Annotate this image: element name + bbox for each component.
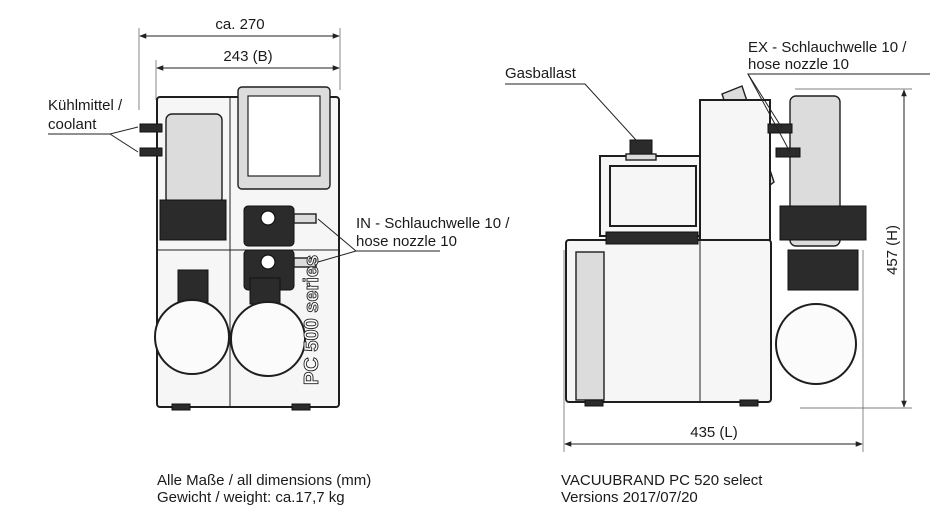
series-mark: PC 500 series: [301, 255, 323, 385]
footer-left: Alle Maße / all dimensions (mm) Gewicht …: [157, 472, 371, 506]
flask-neck-right: [249, 277, 281, 305]
flask-neck-left: [177, 269, 209, 303]
label-inlet-en: hose nozzle 10: [356, 233, 457, 250]
coolant-nozzle-upper: [139, 123, 163, 133]
dimension-width-b: 243 (B): [223, 48, 272, 65]
side-panel-left: [575, 251, 605, 401]
leader-gas-ballast: [505, 83, 637, 141]
label-gas-ballast: Gasballast: [505, 65, 577, 82]
footer-right: VACUUBRAND PC 520 select Versions 2017/0…: [561, 472, 762, 506]
footer-dimensions-note: Alle Maße / all dimensions (mm): [157, 472, 372, 489]
footer-weight-note: Gewicht / weight: ca.17,7 kg: [157, 489, 345, 506]
separator-flask-side: [775, 303, 857, 385]
footer-version: Versions 2017/07/20: [561, 489, 698, 506]
flask-mount-side: [787, 249, 859, 291]
controller-screen: [247, 95, 321, 177]
front-view: ca. 270 243 (B) PC 500 series: [48, 16, 510, 411]
label-inlet-de: IN - Schlauchwelle 10 /: [356, 215, 510, 232]
label-coolant-en: coolant: [48, 116, 97, 133]
separator-flask-left: [154, 299, 230, 375]
side-view: 435 (L) 457 (H) Gasballast: [505, 39, 930, 452]
controller-column: [699, 99, 771, 241]
exhaust-nozzle-lower: [775, 147, 801, 158]
dimension-height-h: 457 (H): [884, 225, 901, 275]
separator-flask-right: [230, 301, 306, 377]
label-exhaust-de: EX - Schlauchwelle 10 /: [748, 39, 907, 56]
motor-clamp: [159, 199, 227, 241]
dimension-overall-width: ca. 270: [215, 16, 264, 33]
motor-clamp-side: [779, 205, 867, 241]
footer-model: VACUUBRAND PC 520 select: [561, 472, 763, 489]
inlet-valve-upper: [243, 205, 295, 247]
coolant-nozzle-lower: [139, 147, 163, 157]
label-exhaust-en: hose nozzle 10: [748, 56, 849, 73]
dimension-length-l: 435 (L): [690, 424, 738, 441]
label-coolant-de: Kühlmittel /: [48, 97, 123, 114]
motor-cylinder: [165, 113, 223, 205]
